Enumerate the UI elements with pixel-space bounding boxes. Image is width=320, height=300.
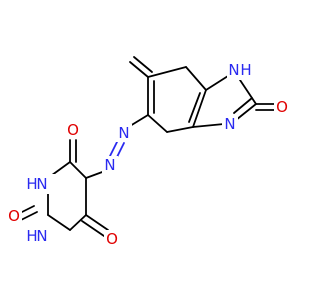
- bond: [239, 79, 257, 105]
- atom-o-top-left: O: [67, 121, 79, 139]
- bond: [69, 161, 87, 179]
- atom-n-azo1: N: [118, 124, 129, 142]
- bond-carbonyl-double: [81, 220, 105, 237]
- atom-n-azo2: N: [104, 156, 115, 174]
- atom-h-left: H: [26, 175, 37, 193]
- atom-h-bottom: H: [26, 227, 37, 245]
- atom-n-h-left: N: [36, 175, 47, 193]
- bond-azo: [109, 139, 119, 157]
- bond-carbonyl-double: [20, 211, 38, 221]
- bond-double-inner: [188, 92, 201, 123]
- atom-o-left: O: [8, 207, 20, 225]
- atom-o-bottom: O: [106, 230, 118, 248]
- bond: [192, 123, 225, 128]
- atom-n-h-top: N: [228, 61, 239, 79]
- bond: [69, 214, 87, 231]
- bond-methylene: [129, 61, 149, 78]
- bond-double-inner: [233, 97, 253, 114]
- molecule-structure: N H O N N N O N H O N H O: [6, 56, 290, 248]
- bond: [47, 214, 71, 231]
- bond-carbonyl: [85, 214, 109, 231]
- bond: [235, 103, 257, 121]
- bond: [192, 89, 207, 128]
- bond-methylene-double: [133, 56, 153, 73]
- bond: [147, 66, 187, 78]
- bond: [205, 75, 229, 91]
- atom-labels: N H O N N N O N H O N H O: [6, 60, 290, 248]
- atom-n-h-bottom: N: [36, 227, 47, 245]
- bond: [129, 114, 149, 127]
- molecule-canvas: N H O N N N O N H O N H O: [6, 56, 290, 248]
- bond: [185, 66, 207, 91]
- atom-o-right: O: [276, 98, 288, 116]
- benzimidazolone-bonds: [129, 56, 275, 133]
- bond: [85, 170, 106, 179]
- bond: [147, 114, 168, 133]
- atom-h-top: H: [240, 61, 251, 79]
- bond: [166, 126, 194, 133]
- atom-n-right: N: [224, 115, 235, 133]
